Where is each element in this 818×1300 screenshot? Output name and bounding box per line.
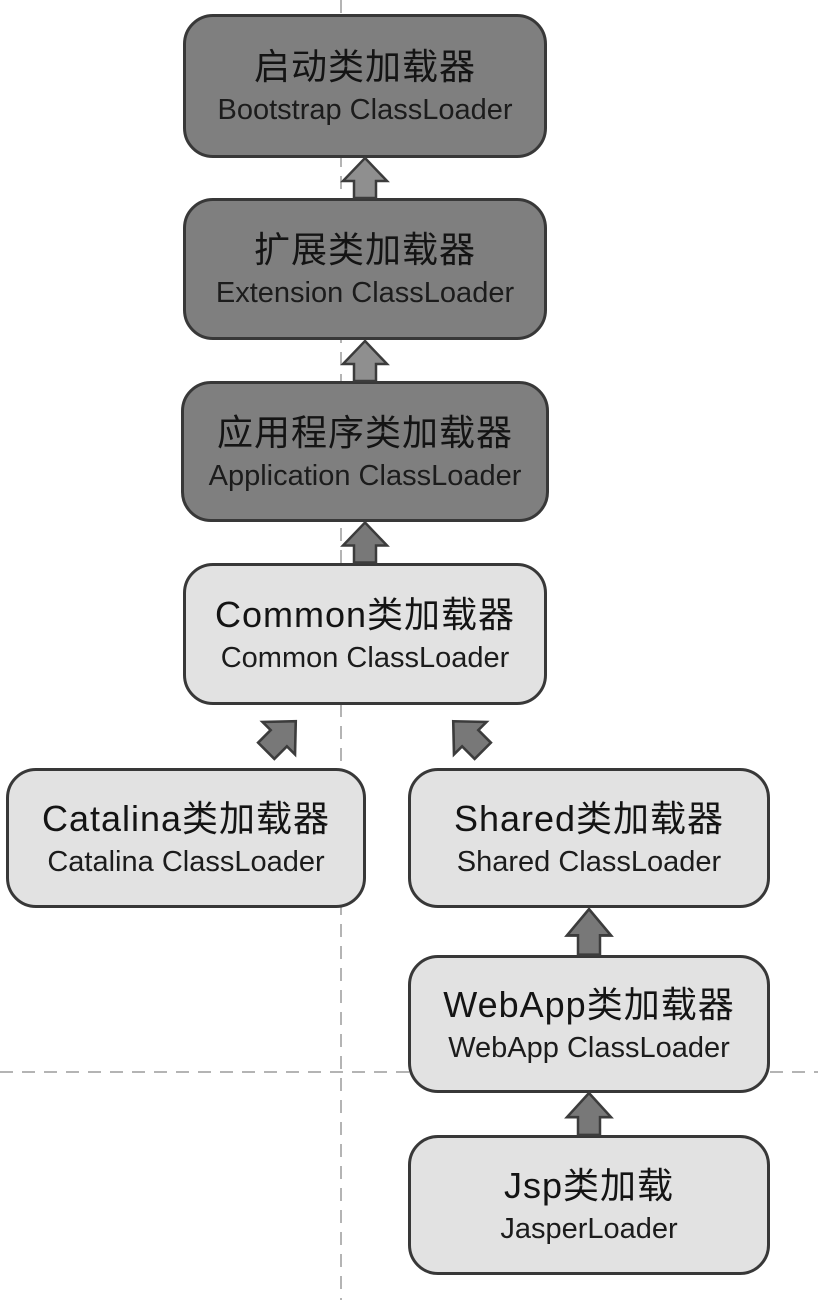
arrow-up-application-to-extension-icon	[340, 339, 390, 383]
arrow-upright-catalina-to-common-icon	[256, 719, 298, 761]
webapp-label-cn: WebApp类加载器	[443, 984, 735, 1026]
bootstrap-label-cn: 启动类加载器	[253, 46, 476, 88]
arrow-up-extension-to-bootstrap-icon	[340, 156, 390, 200]
node-jsp-jasperloader: Jsp类加载 JasperLoader	[408, 1135, 770, 1275]
node-catalina-classloader: Catalina类加载器 Catalina ClassLoader	[6, 768, 366, 908]
shared-label-cn: Shared类加载器	[453, 798, 725, 840]
node-application-classloader: 应用程序类加载器 Application ClassLoader	[181, 381, 549, 522]
node-webapp-classloader: WebApp类加载器 WebApp ClassLoader	[408, 955, 770, 1093]
node-bootstrap-classloader: 启动类加载器 Bootstrap ClassLoader	[183, 14, 547, 158]
arrow-up-webapp-to-shared-icon	[564, 907, 614, 957]
application-label-en: Application ClassLoader	[208, 459, 522, 492]
jsp-label-cn: Jsp类加载	[503, 1165, 675, 1207]
webapp-label-en: WebApp ClassLoader	[448, 1032, 730, 1065]
catalina-label-en: Catalina ClassLoader	[47, 846, 325, 879]
extension-label-cn: 扩展类加载器	[253, 229, 476, 271]
arrow-up-common-to-application-icon	[340, 520, 390, 564]
node-common-classloader: Common类加载器 Common ClassLoader	[183, 563, 547, 705]
arrow-up-jsp-to-webapp-icon	[564, 1091, 614, 1137]
node-extension-classloader: 扩展类加载器 Extension ClassLoader	[183, 198, 547, 340]
arrow-upleft-shared-to-common-icon	[451, 719, 493, 761]
application-label-cn: 应用程序类加载器	[216, 411, 513, 453]
common-label-en: Common ClassLoader	[220, 642, 510, 675]
jsp-label-en: JasperLoader	[500, 1213, 678, 1246]
bootstrap-label-en: Bootstrap ClassLoader	[217, 94, 513, 127]
node-shared-classloader: Shared类加载器 Shared ClassLoader	[408, 768, 770, 908]
extension-label-en: Extension ClassLoader	[215, 277, 515, 310]
common-label-cn: Common类加载器	[214, 594, 516, 636]
catalina-label-cn: Catalina类加载器	[41, 798, 331, 840]
shared-label-en: Shared ClassLoader	[456, 846, 722, 879]
